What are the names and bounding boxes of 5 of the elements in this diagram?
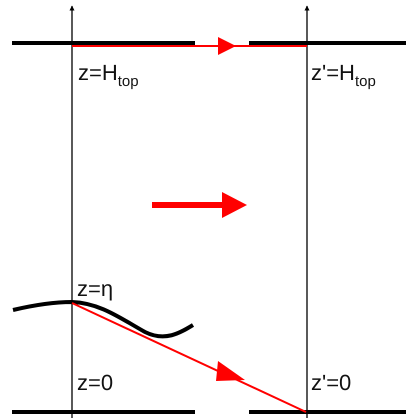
coordinate-label: z=H$_{top}$ xyxy=(78,62,139,89)
coordinate-label: z'=0 xyxy=(311,372,352,394)
coordinate-label: z=η xyxy=(77,278,114,300)
coordinate-label: z'=H$_{top}$ xyxy=(311,62,376,89)
coordinate-label: z=0 xyxy=(77,372,114,394)
